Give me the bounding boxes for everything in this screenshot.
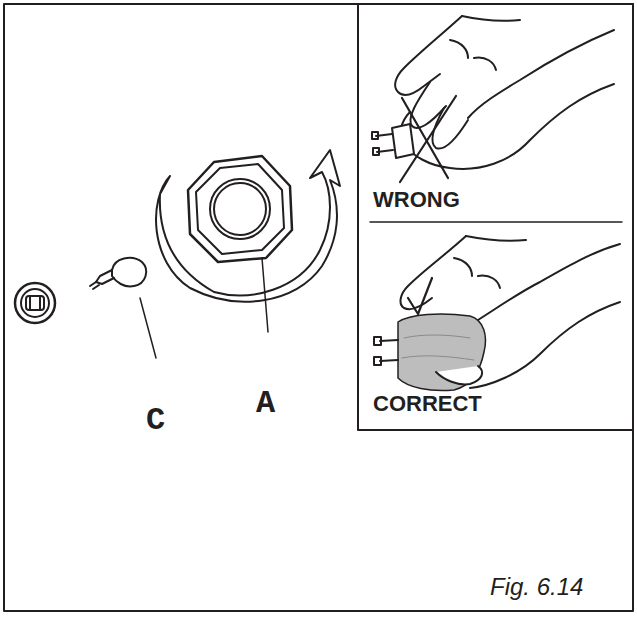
panel-heading: CORRECT [373, 393, 482, 415]
figure-caption: Fig. 6.14 [490, 575, 583, 599]
figure-frame [4, 4, 633, 611]
panel-heading: WRONG [373, 189, 460, 211]
inset-divider [370, 221, 622, 223]
leader-line [262, 258, 268, 332]
bulb-holder-cap [188, 156, 292, 262]
hand-wrong [372, 16, 614, 182]
inset-panel [358, 4, 633, 430]
rotation-arrow [156, 150, 340, 302]
leader-line [140, 298, 156, 358]
part-letter: C [146, 405, 165, 437]
bulb-socket [15, 283, 55, 323]
wedge-bulb [90, 258, 146, 289]
part-letter: A [256, 388, 275, 420]
hand-correct [374, 236, 620, 391]
